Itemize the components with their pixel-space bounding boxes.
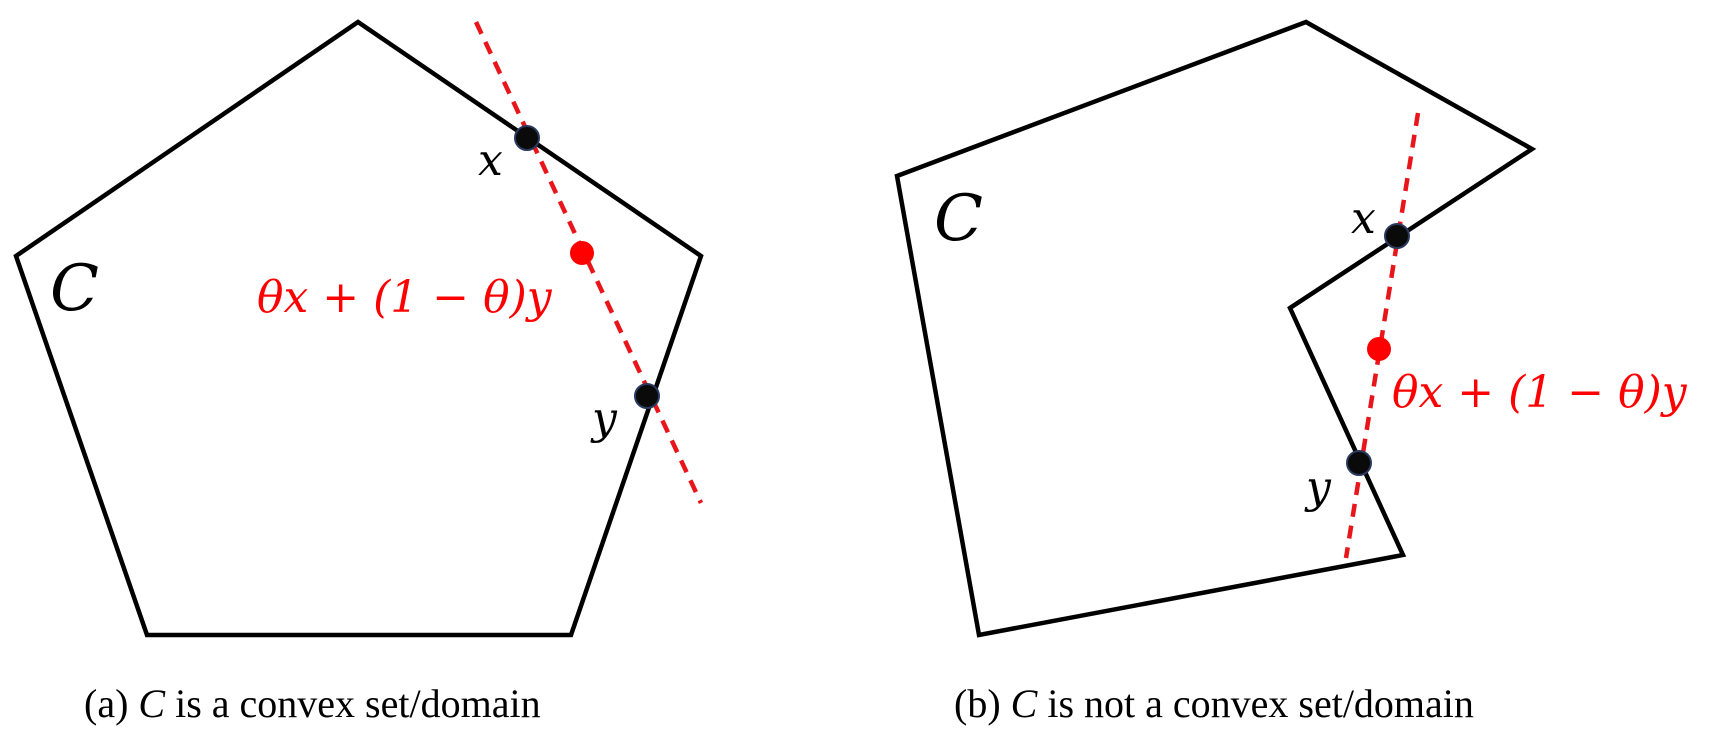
point-x-label-a: x (478, 135, 503, 186)
point-y-label-a: y (590, 393, 618, 444)
caption-b: (b) C is not a convex set/domain (954, 681, 1474, 726)
combination-label-b: θx + (1 − θ)y (1392, 367, 1688, 418)
point-x-b (1384, 223, 1410, 249)
point-x-label-b: x (1351, 193, 1376, 244)
combination-point-a (570, 241, 594, 265)
point-y-a (634, 383, 660, 409)
point-x-a (514, 125, 540, 151)
point-y-b (1346, 450, 1372, 476)
dashed-line-b (1343, 112, 1421, 559)
caption-a-prefix: (a) (84, 681, 138, 726)
nonconvex-polygon (894, 19, 1537, 638)
caption-a-suffix: is a convex set/domain (175, 681, 540, 726)
caption-a: (a) C is a convex set/domain (84, 681, 541, 726)
combination-point-b (1367, 337, 1391, 361)
set-label-a: C (50, 252, 99, 326)
convex-pentagon (13, 19, 704, 638)
caption-b-set: C (1011, 681, 1048, 726)
set-label-b: C (934, 182, 983, 256)
combination-label-a: θx + (1 − θ)y (257, 272, 553, 323)
caption-a-set: C (138, 681, 175, 726)
panel-b: C x y θx + (1 − θ)y (b) C is not a conve… (894, 19, 1688, 726)
caption-b-prefix: (b) (954, 681, 1011, 726)
point-y-label-b: y (1304, 462, 1332, 513)
panel-a: C x y θx + (1 − θ)y (a) C is a convex se… (13, 19, 704, 726)
caption-b-suffix: is not a convex set/domain (1047, 681, 1474, 726)
